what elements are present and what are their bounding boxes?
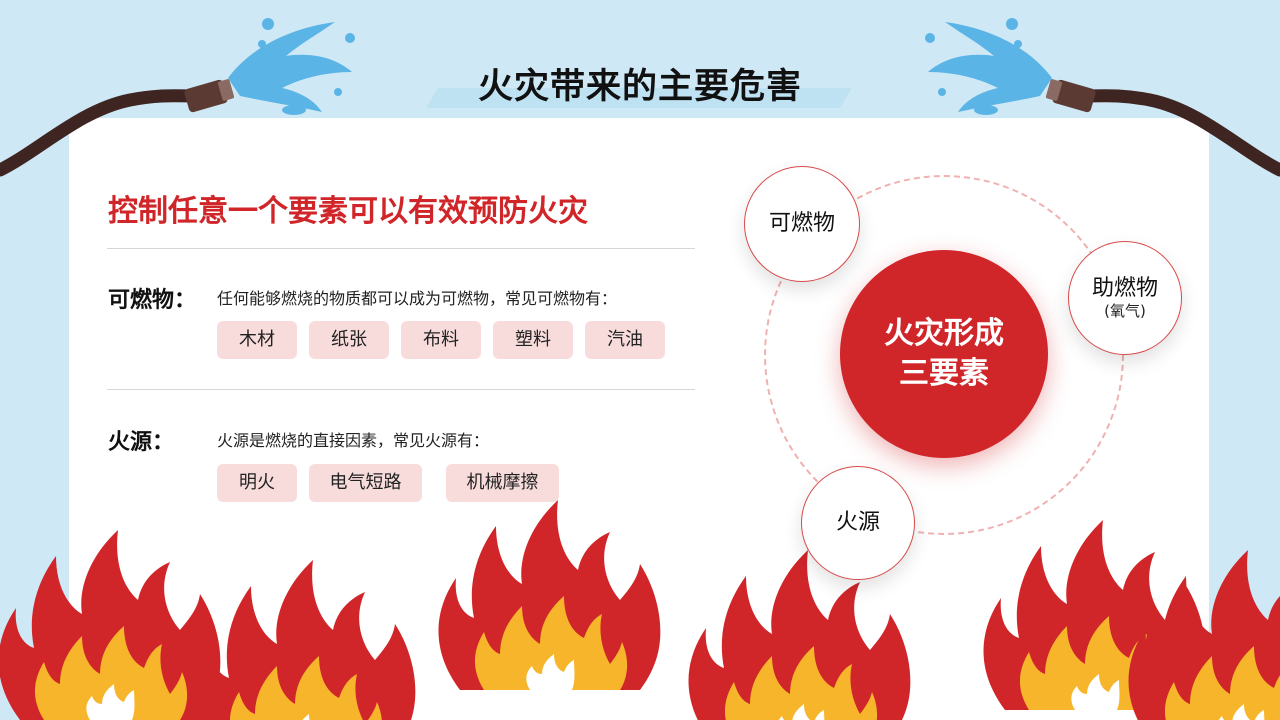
divider <box>107 248 695 249</box>
diagram-core-circle: 火灾形成 三要素 <box>840 250 1048 458</box>
tag-ignition: 电气短路 <box>309 464 422 502</box>
node-combustible: 可燃物 <box>744 166 860 282</box>
flames-decoration <box>0 500 1280 720</box>
diagram-dashed-ring <box>764 175 1124 535</box>
tag-ignition: 机械摩擦 <box>446 464 559 502</box>
tag-combustible: 布料 <box>401 321 481 359</box>
tag-ignition: 明火 <box>217 464 297 502</box>
node-sublabel: (氧气) <box>1104 302 1146 320</box>
combustible-label: 可燃物： <box>108 288 197 313</box>
ignition-description: 火源是燃烧的直接因素，常见火源有： <box>217 431 490 450</box>
core-label-line2: 三要素 <box>899 356 989 391</box>
node-oxidizer: 助燃物 (氧气) <box>1068 241 1182 355</box>
tag-combustible: 木材 <box>217 321 297 359</box>
combustible-description: 任何能够燃烧的物质都可以成为可燃物，常见可燃物有： <box>217 289 618 308</box>
node-label: 可燃物 <box>768 211 835 236</box>
fire-hose-left-icon <box>0 18 355 177</box>
page-title: 火灾带来的主要危害 <box>477 67 802 107</box>
ignition-label: 火源： <box>108 430 175 455</box>
tag-combustible: 塑料 <box>493 321 573 359</box>
tag-combustible: 汽油 <box>585 321 665 359</box>
node-label: 火源 <box>835 510 880 535</box>
fire-hose-right-icon <box>925 18 1280 177</box>
section-subtitle: 控制任意一个要素可以有效预防火灾 <box>108 194 588 229</box>
water-spray-icon <box>228 18 355 115</box>
tag-combustible: 纸张 <box>309 321 389 359</box>
node-ignition: 火源 <box>801 466 915 580</box>
divider <box>107 389 695 390</box>
core-label-line1: 火灾形成 <box>884 316 1004 351</box>
node-label: 助燃物 <box>1091 276 1158 301</box>
water-spray-icon <box>925 18 1052 115</box>
